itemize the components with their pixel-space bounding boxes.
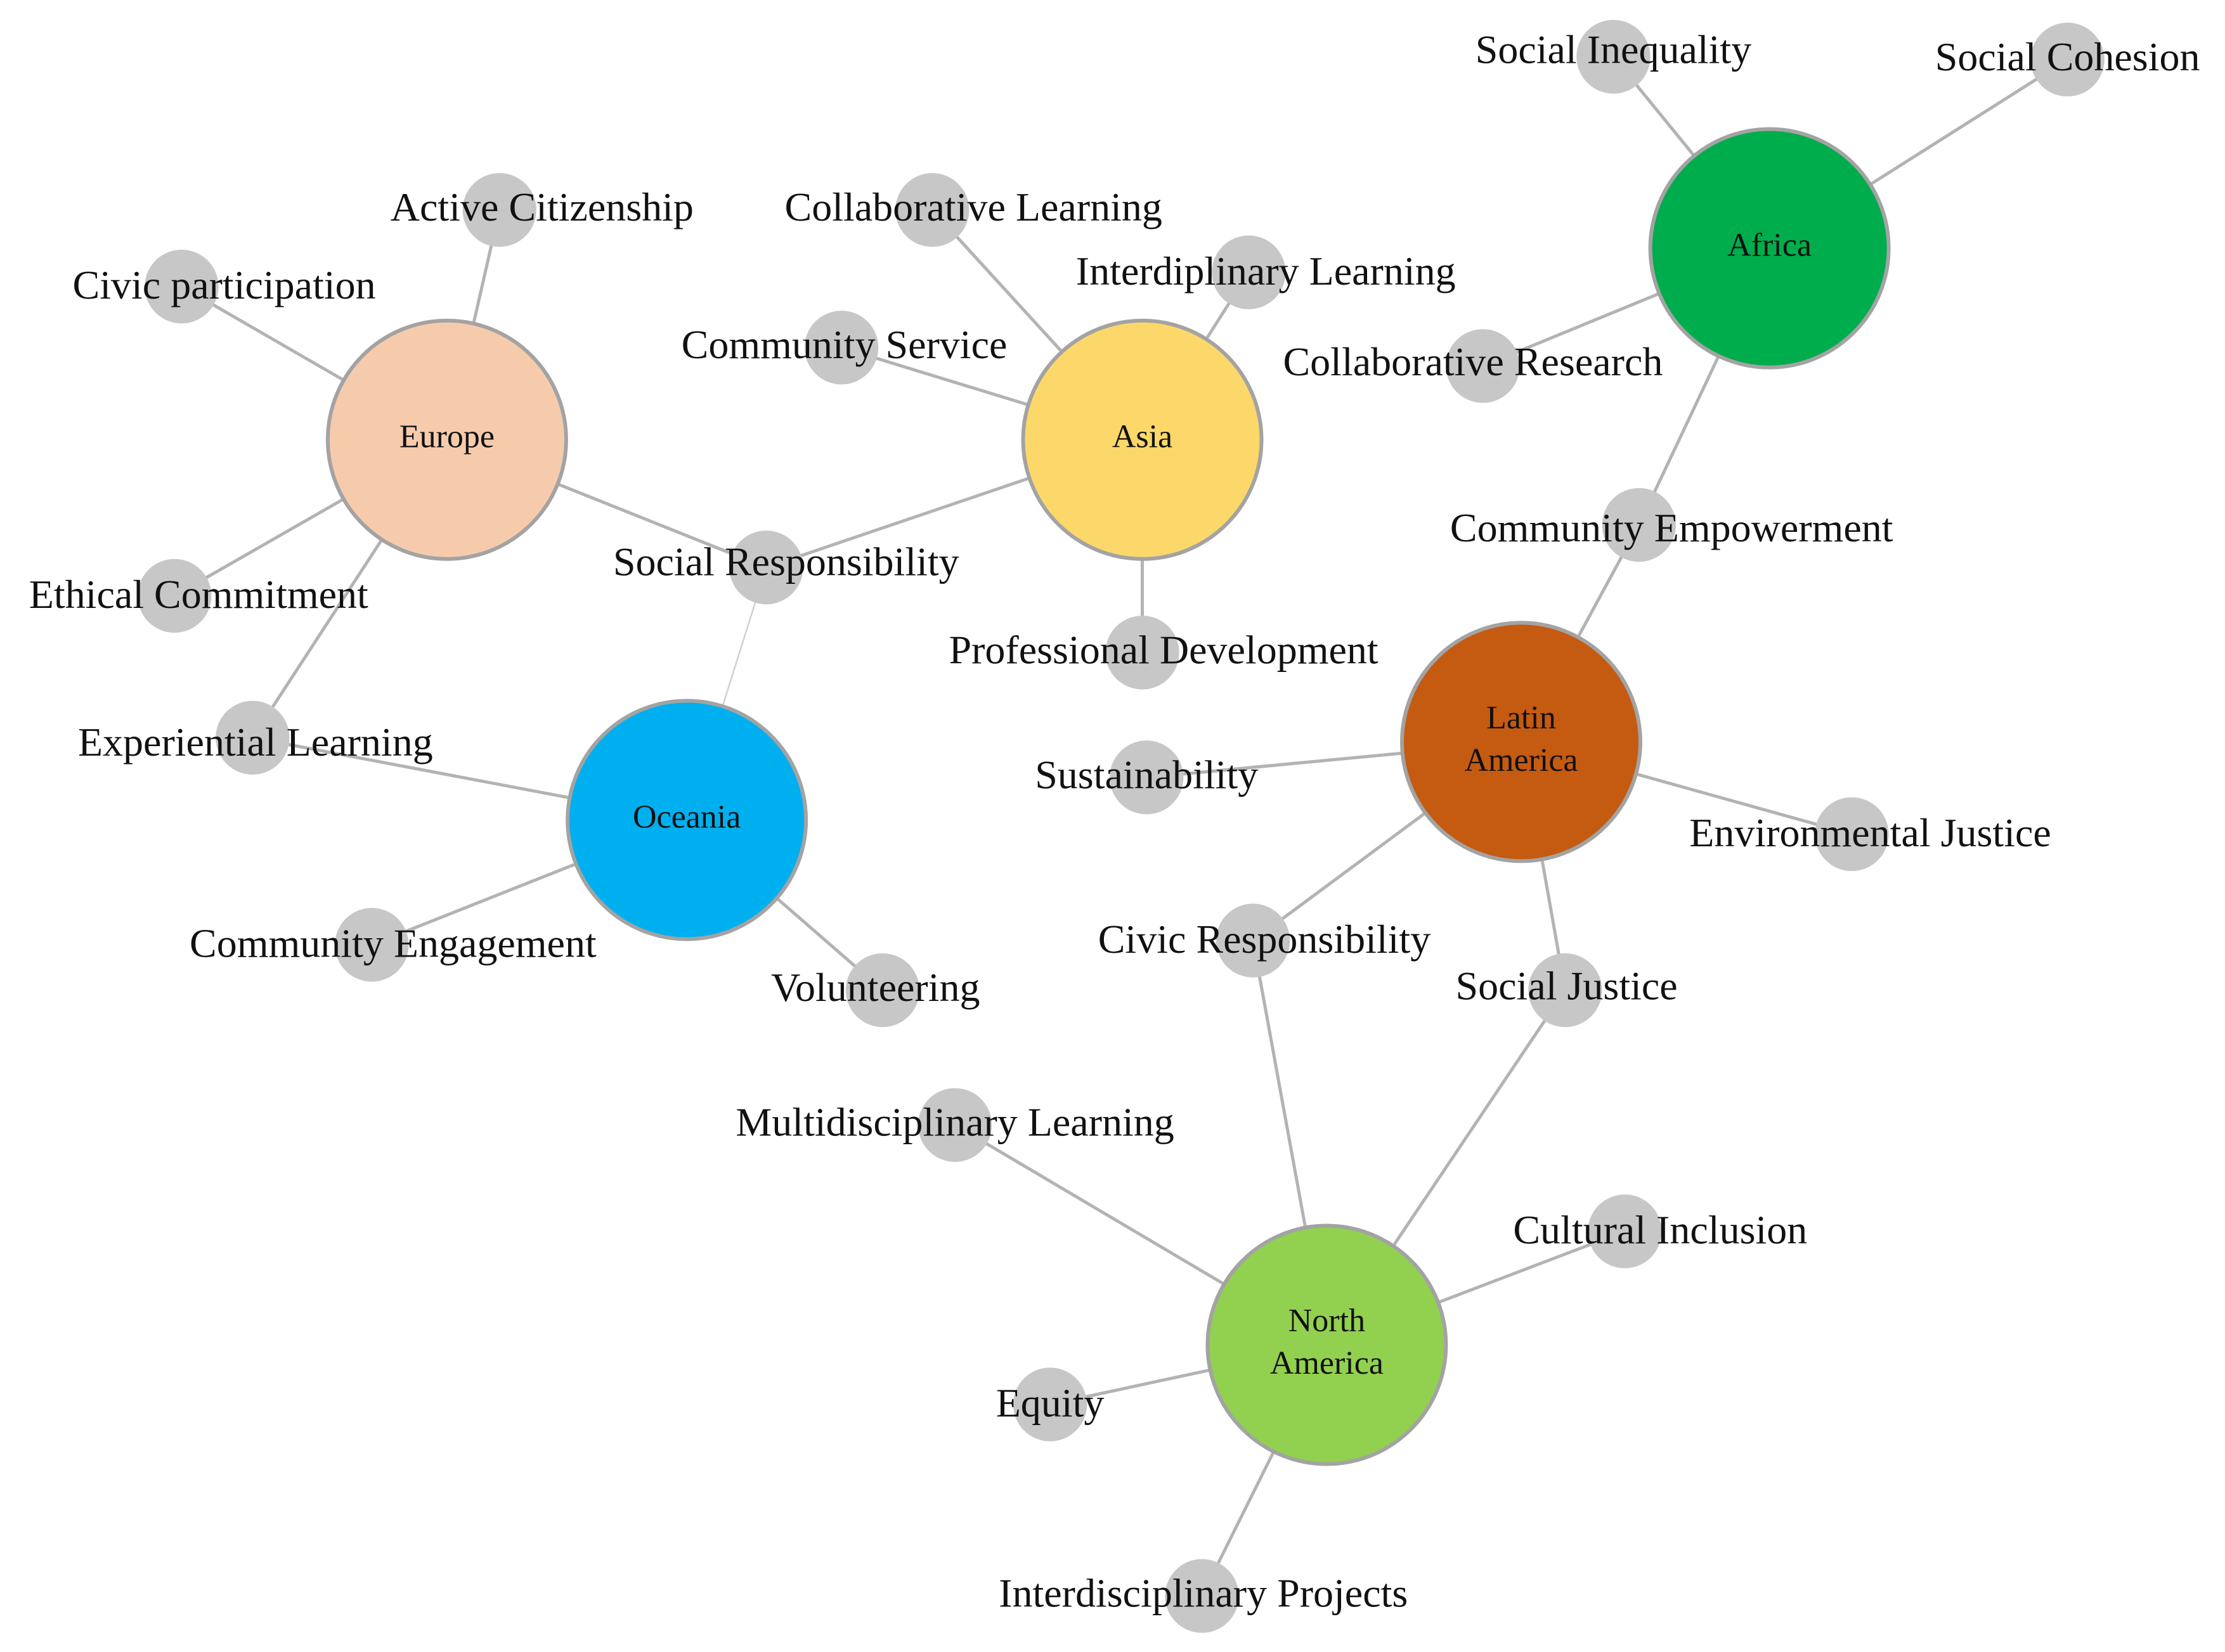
topic-label-equity: Equity — [996, 1381, 1105, 1426]
topic-node-ethical-commitment[interactable] — [138, 558, 212, 633]
topic-label-social-inequality: Social Inequality — [1476, 27, 1751, 72]
topic-node-experiential-learning[interactable] — [216, 700, 290, 775]
topic-node-volunteering[interactable] — [845, 953, 920, 1028]
topic-label-civic-responsibility: Civic Responsibility — [1098, 917, 1430, 962]
topic-node-multidisciplinary-learning[interactable] — [918, 1088, 992, 1162]
topic-node-social-cohesion[interactable] — [2030, 22, 2105, 97]
topics-layer — [138, 20, 2105, 1633]
topic-label-environmental-justice: Environmental Justice — [1689, 810, 2051, 855]
topic-label-multidisciplinary-learning: Multidisciplinary Learning — [736, 1100, 1174, 1145]
region-node-oceania[interactable] — [566, 699, 808, 941]
topic-label-community-empowerment: Community Empowerment — [1450, 505, 1893, 550]
topic-node-social-justice[interactable] — [1528, 953, 1602, 1028]
topic-node-community-engagement[interactable] — [335, 908, 409, 982]
regions-layer — [325, 127, 1891, 1466]
region-label-oceania: Oceania — [633, 799, 741, 835]
topic-node-community-empowerment[interactable] — [1602, 487, 1676, 562]
topic-label-ethical-commitment: Ethical Commitment — [29, 572, 368, 617]
topic-label-interdisciplinary-projects: Interdisciplinary Projects — [999, 1571, 1408, 1616]
topic-label-sustainability: Sustainability — [1035, 752, 1258, 797]
topic-label-experiential-learning: Experiential Learning — [78, 720, 433, 765]
region-node-asia[interactable] — [1021, 318, 1264, 561]
topic-label-social-responsibility: Social Responsibility — [613, 539, 959, 584]
topic-label-social-justice: Social Justice — [1456, 964, 1678, 1009]
topic-node-active-citizenship[interactable] — [462, 173, 536, 247]
topic-node-interdisciplinary-projects[interactable] — [1165, 1559, 1239, 1633]
region-node-latin-america[interactable] — [1400, 621, 1642, 863]
region-label-europe: Europe — [399, 419, 495, 455]
topic-label-civic-participation: Civic participation — [73, 262, 376, 307]
topic-node-professional-development[interactable] — [1105, 616, 1179, 690]
topic-node-civic-responsibility[interactable] — [1216, 903, 1290, 978]
topic-label-community-service: Community Service — [682, 322, 1008, 367]
region-label-north-america-line-2: America — [1270, 1345, 1384, 1381]
topic-label-community-engagement: Community Engagement — [190, 921, 597, 966]
topic-node-environmental-justice[interactable] — [1815, 797, 1889, 872]
topic-label-cultural-inclusion: Cultural Inclusion — [1513, 1208, 1807, 1253]
region-label-latin-america-line-1: Latin — [1486, 700, 1556, 736]
topic-node-cultural-inclusion[interactable] — [1588, 1194, 1662, 1268]
topic-label-interdiplinary-learning: Interdiplinary Learning — [1076, 248, 1456, 294]
topic-node-civic-participation[interactable] — [145, 249, 219, 324]
topic-node-collaborative-research[interactable] — [1446, 329, 1520, 403]
topic-label-volunteering: Volunteering — [771, 965, 980, 1010]
topic-node-collaborative-learning[interactable] — [895, 173, 970, 247]
region-label-africa: Africa — [1727, 228, 1812, 264]
topic-node-equity[interactable] — [1013, 1367, 1087, 1442]
topic-label-active-citizenship: Active Citizenship — [391, 184, 694, 229]
topic-label-collaborative-learning: Collaborative Learning — [785, 184, 1162, 229]
topic-node-sustainability[interactable] — [1110, 740, 1184, 815]
topic-node-social-inequality[interactable] — [1576, 20, 1651, 94]
region-node-europe[interactable] — [325, 318, 568, 561]
region-node-north-america[interactable] — [1205, 1223, 1448, 1466]
topic-node-interdiplinary-learning[interactable] — [1212, 235, 1286, 309]
topic-label-professional-development: Professional Development — [949, 627, 1378, 672]
topic-label-social-cohesion: Social Cohesion — [1935, 34, 2200, 79]
region-label-latin-america-line-2: America — [1465, 742, 1578, 778]
region-label-north-america-line-1: North — [1288, 1303, 1365, 1339]
topic-label-collaborative-research: Collaborative Research — [1283, 339, 1663, 384]
region-node-africa[interactable] — [1648, 127, 1891, 370]
topic-node-community-service[interactable] — [804, 311, 879, 385]
topic-node-social-responsibility[interactable] — [729, 530, 803, 605]
region-label-asia: Asia — [1112, 419, 1172, 455]
